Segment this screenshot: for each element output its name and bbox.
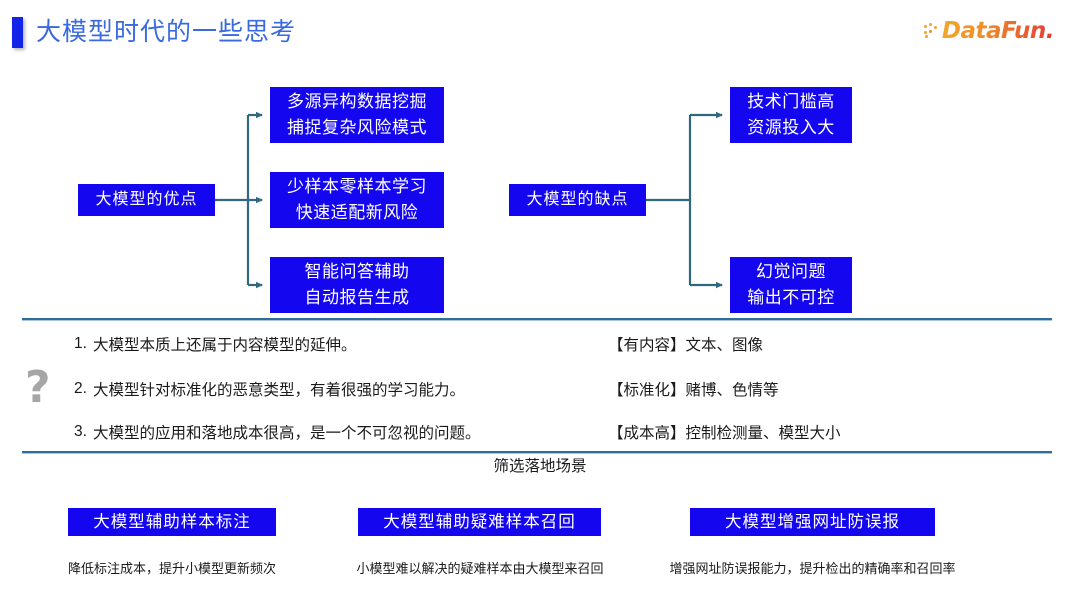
node-advantage-2[interactable]: 少样本零样本学习 快速适配新风险 bbox=[270, 172, 444, 228]
logo-text: DataFun. bbox=[941, 18, 1055, 44]
scenario-caption-1: 降低标注成本，提升小模型更新频次 bbox=[67, 561, 276, 576]
node-advantage-1[interactable]: 多源异构数据挖掘 捕捉复杂风险模式 bbox=[270, 87, 444, 143]
node-advantages-root[interactable]: 大模型的优点 bbox=[78, 184, 215, 216]
insight-row-2: 2. 大模型针对标准化的恶意类型，有着很强的学习能力。 【标准化】赌博、色情等 bbox=[74, 375, 1034, 403]
insight-tag: 【成本高】控制检测量、模型大小 bbox=[608, 425, 841, 442]
concept-diagram: 大模型的优点 多源异构数据挖掘 捕捉复杂风险模式 少样本零样本学习 快速适配新风… bbox=[78, 87, 852, 313]
scenario-chip-label: 大模型辅助样本标注 bbox=[93, 513, 251, 531]
divider-bottom bbox=[22, 451, 1052, 454]
node-disadvantage-2[interactable]: 幻觉问题 输出不可控 bbox=[730, 257, 852, 313]
scenario-chip-2[interactable]: 大模型辅助疑难样本召回 bbox=[358, 508, 601, 536]
insight-text: 大模型本质上还属于内容模型的延伸。 bbox=[93, 337, 357, 354]
insight-number: 2. bbox=[74, 380, 87, 397]
scenarios-section-label: 筛选落地场景 bbox=[493, 458, 587, 475]
question-mark-icon: ? bbox=[25, 362, 51, 413]
logo-dots-icon bbox=[923, 23, 941, 39]
insight-row-1: 1. 大模型本质上还属于内容模型的延伸。 【有内容】文本、图像 bbox=[74, 330, 1034, 358]
node-disadvantages-root[interactable]: 大模型的缺点 bbox=[509, 184, 646, 216]
insight-row-3: 3. 大模型的应用和落地成本很高，是一个不可忽视的问题。 【成本高】控制检测量、… bbox=[74, 418, 1034, 446]
insight-number: 3. bbox=[74, 423, 87, 440]
scenario-chip-3[interactable]: 大模型增强网址防误报 bbox=[690, 508, 935, 536]
insight-text: 大模型针对标准化的恶意类型，有着很强的学习能力。 bbox=[93, 382, 466, 399]
scenario-chip-label: 大模型辅助疑难样本召回 bbox=[383, 513, 576, 531]
insight-tag: 【标准化】赌博、色情等 bbox=[608, 382, 779, 399]
insight-text: 大模型的应用和落地成本很高，是一个不可忽视的问题。 bbox=[93, 425, 481, 442]
diagram-connectors bbox=[215, 111, 723, 289]
node-advantage-3[interactable]: 智能问答辅助 自动报告生成 bbox=[270, 257, 444, 313]
insight-tag: 【有内容】文本、图像 bbox=[608, 337, 764, 354]
scenario-chip-label: 大模型增强网址防误报 bbox=[725, 513, 900, 531]
insight-number: 1. bbox=[74, 335, 87, 352]
page-title: 大模型时代的一些思考 bbox=[36, 18, 297, 46]
datafun-logo: DataFun. bbox=[923, 18, 1055, 44]
divider-top bbox=[22, 318, 1052, 321]
scenario-caption-2: 小模型难以解决的疑难样本由大模型来召回 bbox=[356, 561, 604, 576]
title-accent-bar bbox=[12, 17, 23, 48]
node-disadvantage-1[interactable]: 技术门槛高 资源投入大 bbox=[730, 87, 852, 143]
scenario-caption-3: 增强网址防误报能力，提升检出的精确率和召回率 bbox=[669, 561, 956, 576]
scenario-chip-1[interactable]: 大模型辅助样本标注 bbox=[68, 508, 276, 536]
